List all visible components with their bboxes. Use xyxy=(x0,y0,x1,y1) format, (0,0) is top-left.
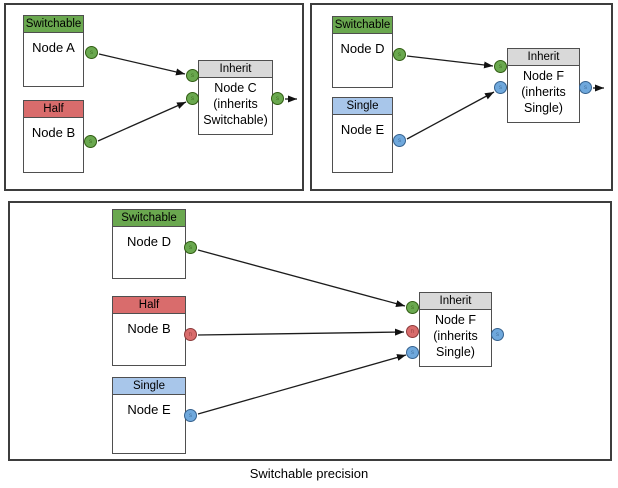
tl-node-c-label-line: (inherits xyxy=(213,97,258,111)
b-node-e-port-out: s xyxy=(184,409,197,422)
b-node-f-port-in-from-d: s xyxy=(406,301,419,314)
edge-bottom-d-to-f xyxy=(197,249,406,308)
panel-bottom xyxy=(8,201,612,461)
tl-node-c-header: Inherit xyxy=(199,61,272,78)
b-node-f-label-line: Node F xyxy=(435,313,476,327)
tl-node-c-label-line: Node C xyxy=(214,81,257,95)
tl-node-b-label-line: Node B xyxy=(31,125,76,140)
tr-node-f-label-line: (inherits xyxy=(521,85,566,99)
tr-node-f-port-out: s xyxy=(579,81,592,94)
tl-node-b-label: Node B xyxy=(24,118,83,140)
edge-top-right-e-to-f xyxy=(406,91,495,140)
b-node-e-label: Node E xyxy=(113,395,185,417)
tl-node-a-label: Node A xyxy=(24,33,83,55)
tr-node-e-label-line: Node E xyxy=(340,122,385,137)
b-node-d-port-out: s xyxy=(184,241,197,254)
b-node-f-port-out-letter: s xyxy=(496,331,499,338)
tr-node-e-label: Node E xyxy=(333,115,392,137)
tl-node-c-port-out: s xyxy=(271,92,284,105)
b-node-e-port-out-letter: s xyxy=(189,412,192,419)
tr-node-d-label-line: Node D xyxy=(340,41,385,56)
b-node-d-header: Switchable xyxy=(113,210,185,227)
tl-node-a-header: Switchable xyxy=(24,16,83,33)
tr-node-e-port-out-letter: s xyxy=(398,137,401,144)
tr-node-f-label-line: Node F xyxy=(523,69,564,83)
b-node-d-label-line: Node D xyxy=(126,234,172,249)
tl-node-c-label-line: Switchable) xyxy=(203,113,268,127)
tr-node-e-port-out: s xyxy=(393,134,406,147)
b-node-b-label-line: Node B xyxy=(127,321,171,336)
edge-bottom-e-to-f xyxy=(197,354,407,415)
tr-node-d-port-out: s xyxy=(393,48,406,61)
b-node-f-header: Inherit xyxy=(420,293,491,310)
edge-top-left-b-to-c xyxy=(97,101,187,142)
b-node-b-port-out-letter: h xyxy=(188,331,193,338)
b-node-f-port-in-from-e: s xyxy=(406,346,419,359)
tl-node-a-port-out-letter: s xyxy=(90,49,93,56)
figure-caption: Switchable precision xyxy=(249,466,369,481)
b-node-f-port-in-from-d-letter: s xyxy=(411,304,414,311)
tr-node-d-label: Node D xyxy=(333,34,392,56)
edge-top-right-d-to-f xyxy=(406,55,494,69)
tl-node-c-port-in-from-b-letter: s xyxy=(191,95,194,102)
b-node-e-label-line: Node E xyxy=(127,402,171,417)
b-node-f-label-line: (inherits xyxy=(433,329,478,343)
b-node-d-port-out-letter: s xyxy=(189,244,192,251)
b-node-f-label-line: Single) xyxy=(436,345,475,359)
tl-node-c-port-in-from-a-letter: s xyxy=(191,72,194,79)
tl-node-c-port-out-letter: s xyxy=(276,95,279,102)
b-node-f-port-out: s xyxy=(491,328,504,341)
tl-node-b-header: Half xyxy=(24,101,83,118)
tr-node-d-port-out-letter: s xyxy=(398,51,401,58)
tr-node-f-port-out-letter: s xyxy=(584,84,587,91)
b-node-b-header: Half xyxy=(113,297,185,314)
tl-node-b-port-out: s xyxy=(84,135,97,148)
tr-node-e-header: Single xyxy=(333,98,392,115)
tr-node-f-port-in-from-d-letter: s xyxy=(499,63,502,70)
b-node-d-label: Node D xyxy=(113,227,185,249)
tl-node-c-port-in-from-b: s xyxy=(186,92,199,105)
tr-node-d-header: Switchable xyxy=(333,17,392,34)
tr-node-f-port-in-from-e-letter: s xyxy=(499,84,502,91)
tr-node-f-label-line: Single) xyxy=(524,101,563,115)
b-node-b-port-out: h xyxy=(184,328,197,341)
edge-top-left-a-to-c xyxy=(98,53,186,76)
b-node-f-port-in-from-e-letter: s xyxy=(411,349,414,356)
b-node-f-port-in-from-b-letter: h xyxy=(410,328,415,335)
b-node-b-label: Node B xyxy=(113,314,185,336)
tr-node-f-port-in-from-e: s xyxy=(494,81,507,94)
b-node-f-port-in-from-b: h xyxy=(406,325,419,338)
tl-node-a-port-out: s xyxy=(85,46,98,59)
tr-node-f-header: Inherit xyxy=(508,49,579,66)
tr-node-f-port-in-from-d: s xyxy=(494,60,507,73)
tl-node-c-port-in-from-a: s xyxy=(186,69,199,82)
tl-node-b-port-out-letter: s xyxy=(89,138,92,145)
edge-bottom-b-to-f xyxy=(197,328,405,336)
b-node-e-header: Single xyxy=(113,378,185,395)
tl-node-a-label-line: Node A xyxy=(32,40,75,55)
